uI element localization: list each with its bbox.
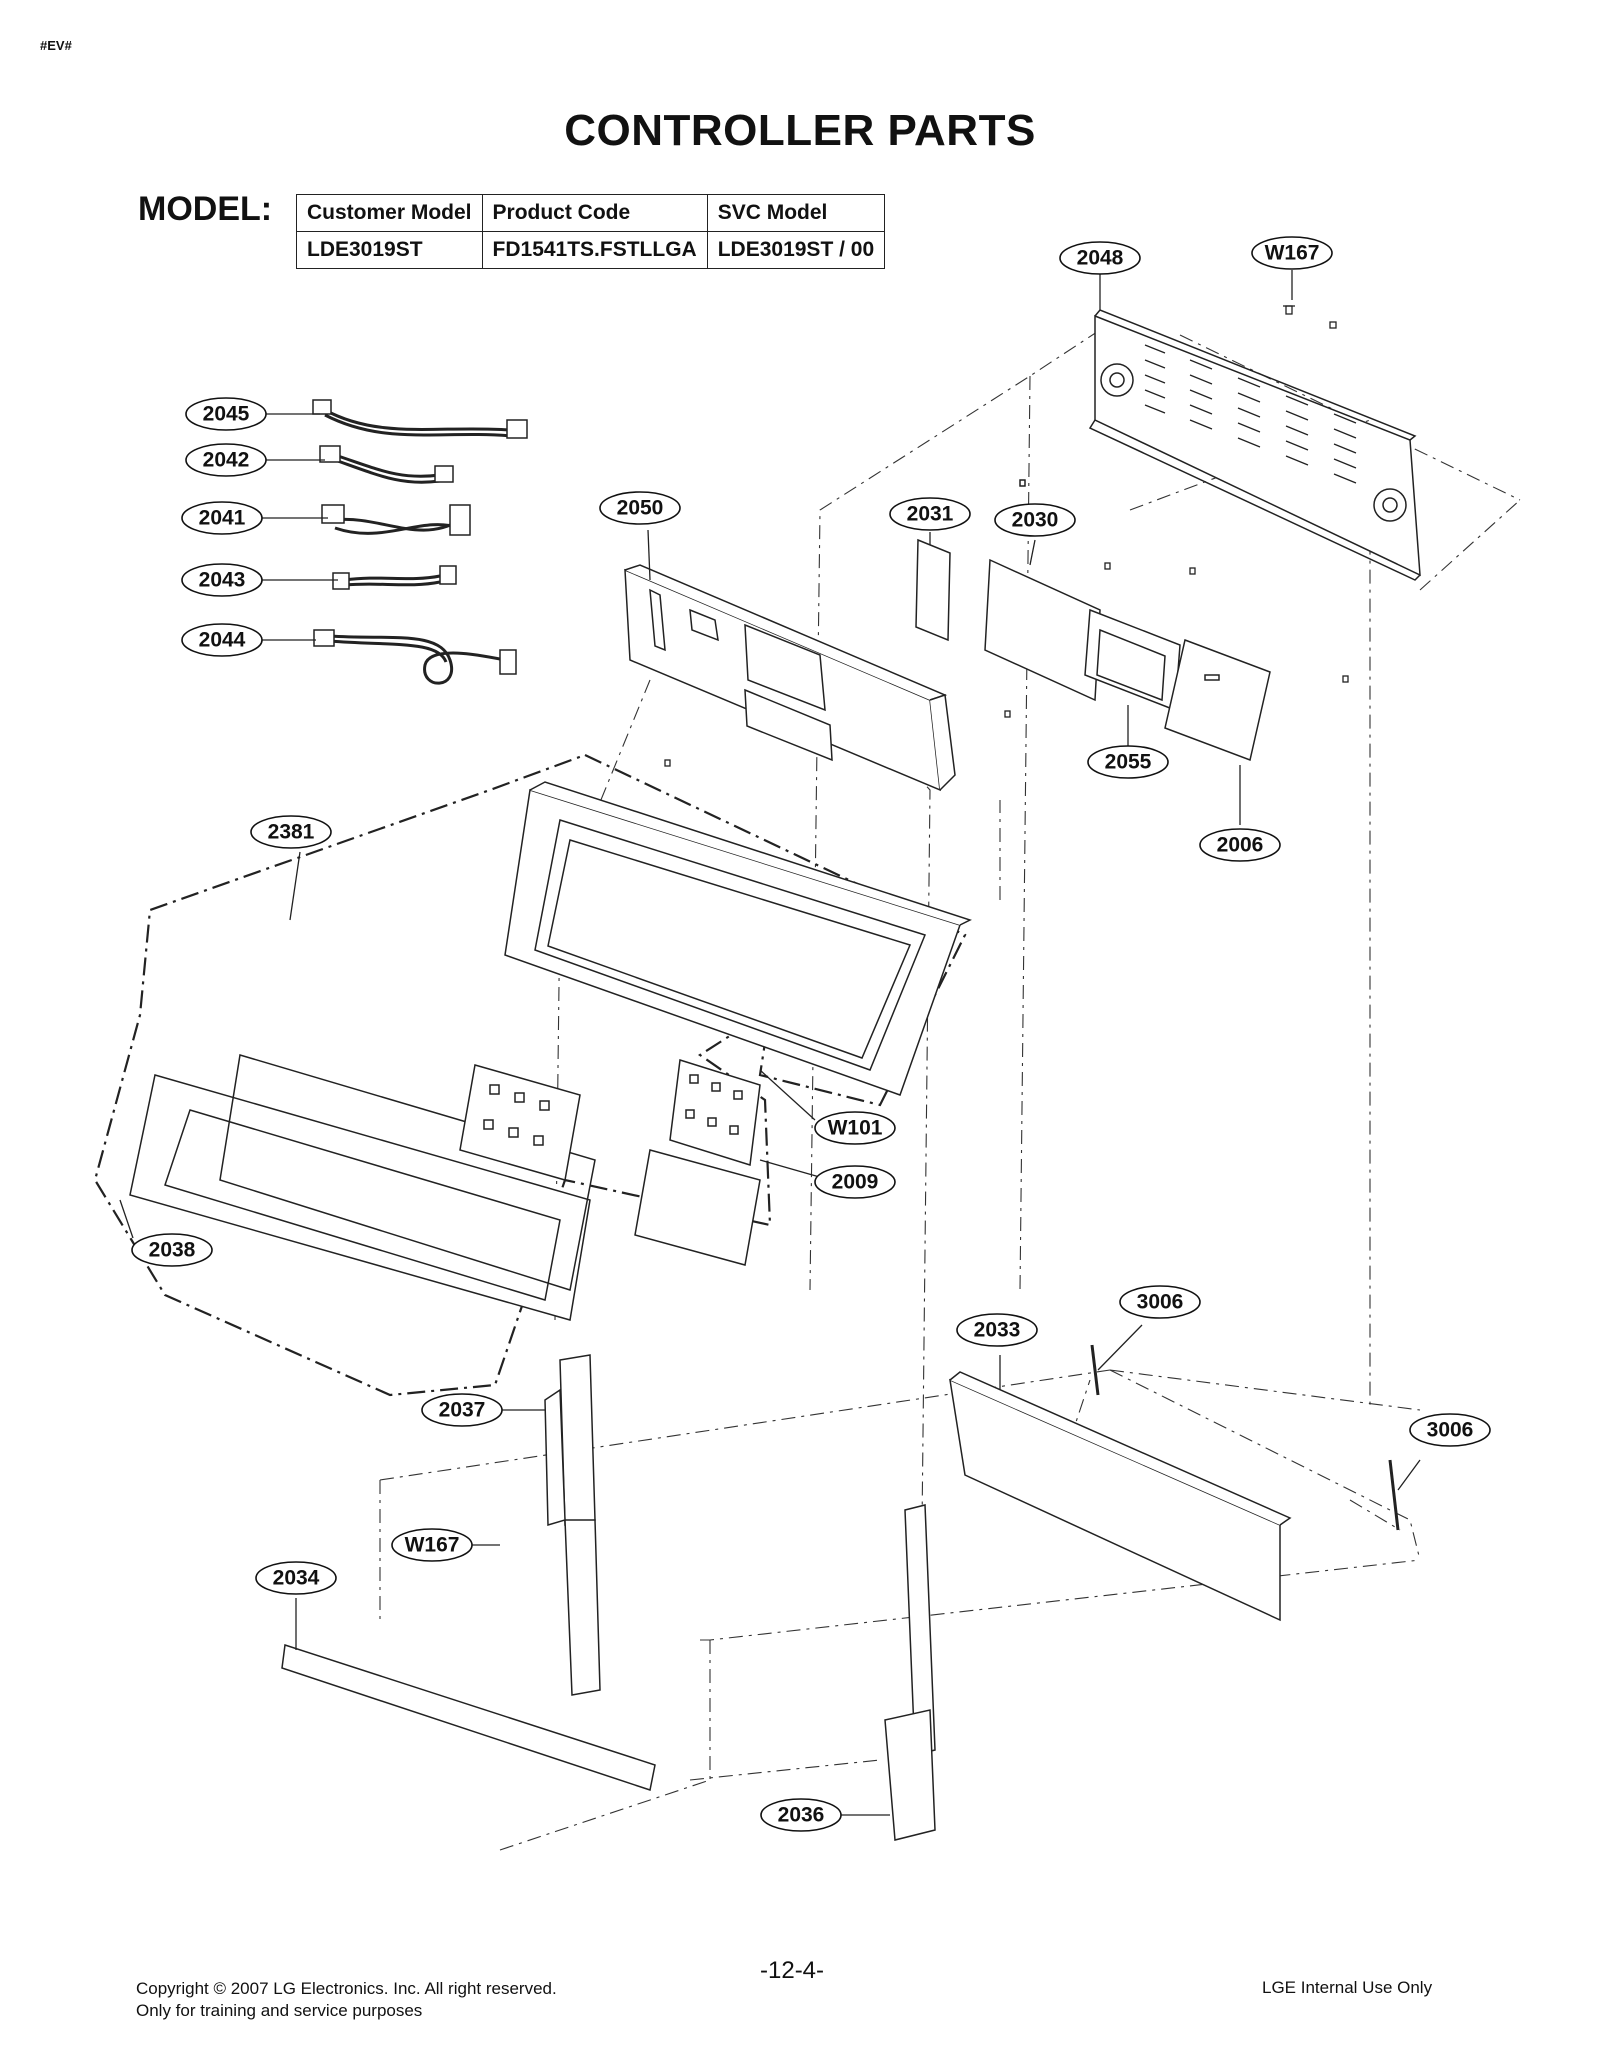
callout-2031: 2031: [889, 497, 971, 531]
svg-text:2050: 2050: [617, 497, 664, 520]
model-label: MODEL:: [138, 190, 273, 228]
svg-text:2055: 2055: [1105, 751, 1152, 774]
callout-2041: 2041: [181, 501, 263, 535]
callout-leaders: [119, 270, 1421, 1816]
model-table: Customer Model Product Code SVC Model LD…: [296, 194, 886, 269]
part-3006-rod-b: [1388, 1459, 1400, 1531]
wire-harness-2043: [332, 565, 457, 590]
part-control-panel-frame: [504, 781, 972, 1096]
callout-2044: 2044: [181, 623, 263, 657]
callout-2033: 2033: [956, 1313, 1038, 1347]
callout-2009: 2009: [814, 1165, 896, 1199]
callout-2030: 2030: [994, 503, 1076, 537]
internal-use-label: LGE Internal Use Only: [1262, 1978, 1433, 1997]
page-number: -12-4-: [760, 1957, 825, 1984]
col-product-code: Product Code: [481, 194, 708, 232]
callout-w167-top: W167: [1251, 236, 1333, 270]
part-3006-rod-a: [1090, 1344, 1100, 1396]
copyright-line-1: Copyright © 2007 LG Electronics. Inc. Al…: [136, 1979, 557, 1998]
page-title: CONTROLLER PARTS: [564, 106, 1036, 155]
wire-harness-2041: [321, 504, 471, 536]
svg-text:2030: 2030: [1012, 509, 1059, 532]
svg-text:2009: 2009: [832, 1171, 879, 1194]
cell-svc-model: LDE3019ST / 00: [706, 231, 886, 269]
svg-text:3006: 3006: [1137, 1291, 1184, 1314]
part-2009-touch-board: [669, 1059, 761, 1166]
callout-2043: 2043: [181, 563, 263, 597]
page-tag: #EV#: [40, 38, 72, 53]
col-svc-model: SVC Model: [706, 194, 886, 232]
callout-w101: W101: [814, 1111, 896, 1145]
svg-text:2006: 2006: [1217, 834, 1264, 857]
part-2048-vent-panel: [1088, 309, 1421, 581]
svg-text:2037: 2037: [439, 1399, 486, 1422]
svg-text:2031: 2031: [907, 503, 954, 526]
svg-text:2381: 2381: [268, 821, 315, 844]
callout-2036: 2036: [760, 1798, 842, 1832]
svg-text:W167: W167: [405, 1534, 460, 1557]
svg-text:W101: W101: [828, 1117, 883, 1140]
svg-text:2044: 2044: [199, 629, 246, 652]
part-2031-board: [915, 538, 951, 642]
wire-harness-2045: [312, 399, 528, 439]
part-2037-side-bracket: [544, 1354, 601, 1696]
cell-product-code: FD1541TS.FSTLLGA: [481, 231, 708, 269]
part-2050-control-frame: [624, 564, 956, 792]
svg-text:2034: 2034: [273, 1567, 320, 1590]
callout-2048: 2048: [1059, 241, 1141, 275]
part-2034-front-strip: [281, 1644, 656, 1791]
callout-2055: 2055: [1087, 745, 1169, 779]
svg-text:3006: 3006: [1427, 1419, 1474, 1442]
part-2036-side-bracket: [884, 1504, 936, 1841]
svg-text:2048: 2048: [1077, 247, 1124, 270]
callout-3006-top: 3006: [1119, 1285, 1201, 1319]
part-2033-cross-panel: [949, 1371, 1292, 1622]
callout-2045: 2045: [185, 397, 267, 431]
board-screws: [664, 479, 1349, 767]
footer-copyright: Copyright © 2007 LG Electronics. Inc. Al…: [136, 1978, 557, 2022]
svg-text:2038: 2038: [149, 1239, 196, 1262]
callout-w167-bottom: W167: [391, 1528, 473, 1562]
callout-2042: 2042: [185, 443, 267, 477]
callout-2006: 2006: [1199, 828, 1281, 862]
svg-text:2036: 2036: [778, 1804, 825, 1827]
callout-3006-right: 3006: [1409, 1413, 1491, 1447]
callout-2381: 2381: [250, 815, 332, 849]
part-2006-board: [1164, 638, 1271, 762]
callout-2038: 2038: [131, 1233, 213, 1267]
model-table-row: LDE3019ST FD1541TS.FSTLLGA LDE3019ST / 0…: [296, 231, 886, 269]
callout-2037: 2037: [421, 1393, 503, 1427]
model-table-header-row: Customer Model Product Code SVC Model: [296, 194, 886, 232]
svg-text:W167: W167: [1265, 242, 1320, 265]
wire-harness-2044: [313, 629, 517, 685]
wire-harness-2042: [319, 445, 454, 484]
svg-text:2042: 2042: [203, 449, 250, 472]
svg-text:2033: 2033: [974, 1319, 1021, 1342]
cell-customer-model: LDE3019ST: [296, 231, 483, 269]
svg-text:2045: 2045: [203, 403, 250, 426]
part-display-sheet: [634, 1149, 761, 1266]
col-customer-model: Customer Model: [296, 194, 483, 232]
part-2030-board: [984, 558, 1101, 702]
part-2055-bracket: [1084, 608, 1181, 712]
svg-text:2041: 2041: [199, 507, 246, 530]
callout-2050: 2050: [599, 491, 681, 525]
callout-2034: 2034: [255, 1561, 337, 1595]
part-keypad-board: [459, 1064, 581, 1181]
svg-text:2043: 2043: [199, 569, 246, 592]
copyright-line-2: Only for training and service purposes: [136, 2001, 423, 2020]
